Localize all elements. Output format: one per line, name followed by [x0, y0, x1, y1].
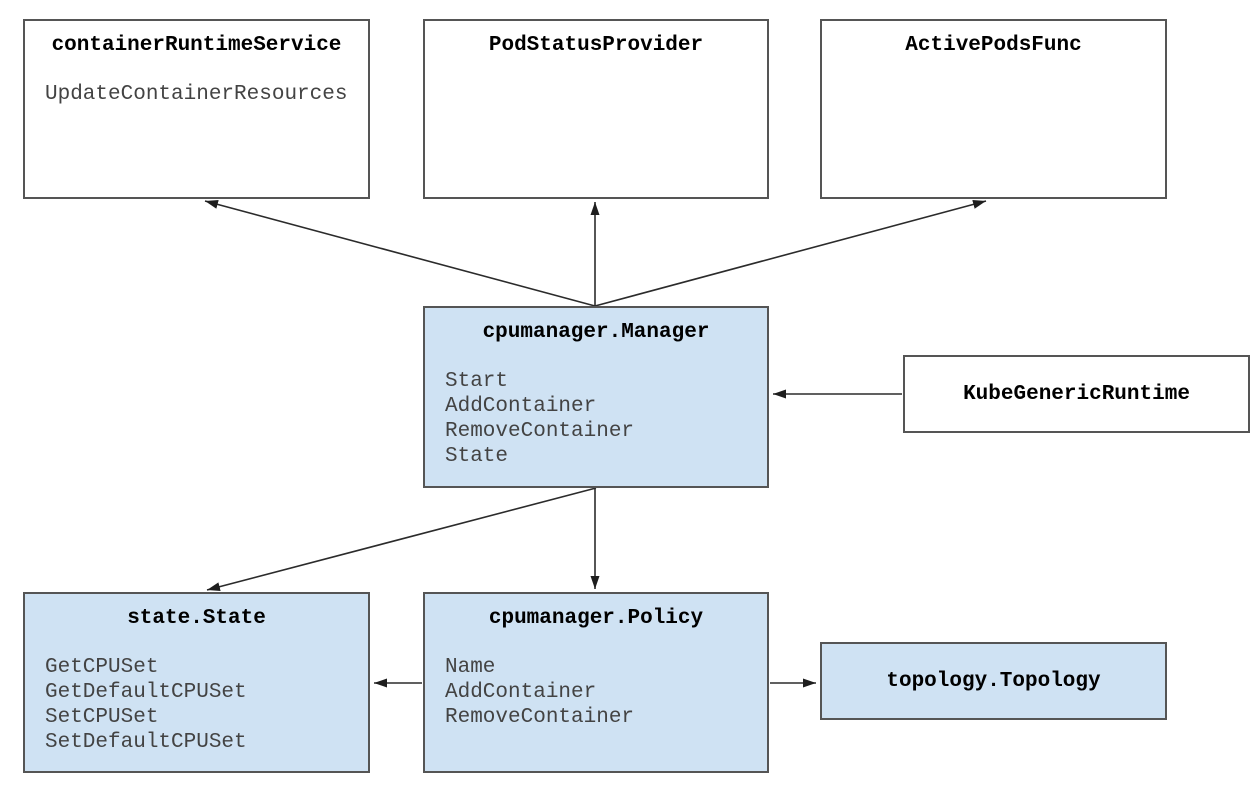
node-title: cpumanager.Manager: [482, 321, 710, 344]
method-label: GetDefaultCPUSet: [45, 681, 247, 704]
node-title: state.State: [127, 607, 266, 630]
node-title: KubeGenericRuntime: [963, 382, 1190, 406]
node-title: topology.Topology: [886, 669, 1101, 693]
arrow-manager-to-active-pods-func: [594, 200, 987, 307]
arrow-manager-to-container-runtime-service: [204, 200, 596, 307]
node-cpumanager-manager: cpumanager.Manager Start AddContainer Re…: [423, 306, 769, 488]
node-pod-status-provider: PodStatusProvider: [423, 19, 769, 199]
node-methods: Name AddContainer RemoveContainer: [425, 655, 767, 730]
arrow-manager-to-state-state: [206, 487, 597, 592]
method-label: SetCPUSet: [45, 706, 159, 729]
method-label: RemoveContainer: [445, 420, 635, 443]
node-cpumanager-policy: cpumanager.Policy Name AddContainer Remo…: [423, 592, 769, 773]
method-label: Name: [445, 656, 496, 679]
node-active-pods-func: ActivePodsFunc: [820, 19, 1167, 199]
method-label: RemoveContainer: [445, 706, 635, 729]
node-state-state: state.State GetCPUSet GetDefaultCPUSet S…: [23, 592, 370, 773]
node-topology-topology: topology.Topology: [820, 642, 1167, 720]
method-label: SetDefaultCPUSet: [45, 731, 247, 754]
node-title: cpumanager.Policy: [488, 607, 704, 630]
method-label: AddContainer: [445, 681, 597, 704]
method-label: GetCPUSet: [45, 656, 159, 679]
node-kube-generic-runtime: KubeGenericRuntime: [903, 355, 1250, 433]
method-label: AddContainer: [445, 395, 597, 418]
method-label: State: [445, 445, 509, 468]
node-methods: UpdateContainerResources: [25, 82, 368, 107]
node-methods: Start AddContainer RemoveContainer State: [425, 369, 767, 469]
method-label: UpdateContainerResources: [45, 83, 348, 106]
node-methods: GetCPUSet GetDefaultCPUSet SetCPUSet Set…: [25, 655, 368, 755]
node-title: containerRuntimeService: [51, 34, 342, 57]
node-title: PodStatusProvider: [488, 34, 704, 57]
node-container-runtime-service: containerRuntimeService UpdateContainerR…: [23, 19, 370, 199]
node-title: ActivePodsFunc: [905, 34, 1082, 57]
method-label: Start: [445, 370, 509, 393]
